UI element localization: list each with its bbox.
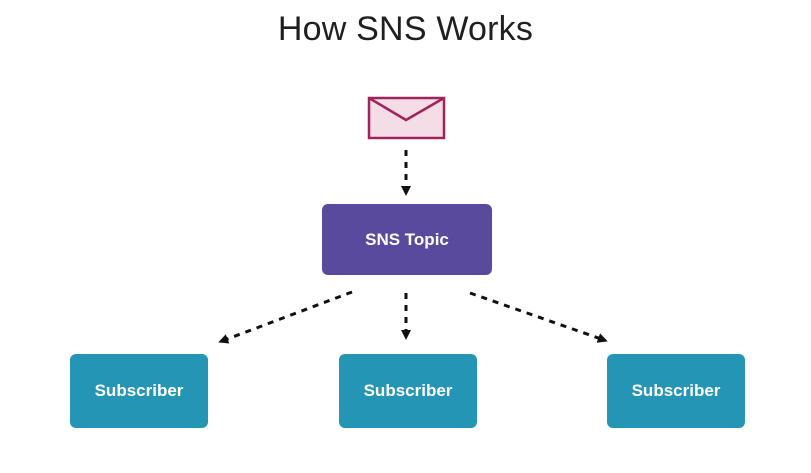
subscriber-label-2: Subscriber <box>363 381 453 400</box>
subscriber-label-1: Subscriber <box>94 381 184 400</box>
subscriber-box-1: Subscriber <box>70 354 208 428</box>
arrow-topic-to-subscriber-3 <box>469 291 608 343</box>
diagram-title: How SNS Works <box>277 10 534 48</box>
subscriber-box-2: Subscriber <box>339 354 477 428</box>
envelope-icon <box>367 96 446 140</box>
subscriber-box-3: Subscriber <box>607 354 745 428</box>
arrow-topic-to-subscriber-1 <box>218 290 353 344</box>
sns-topic-box: SNS Topic <box>322 204 492 275</box>
sns-topic-label: SNS Topic <box>365 229 449 249</box>
subscriber-label-3: Subscriber <box>631 381 721 400</box>
